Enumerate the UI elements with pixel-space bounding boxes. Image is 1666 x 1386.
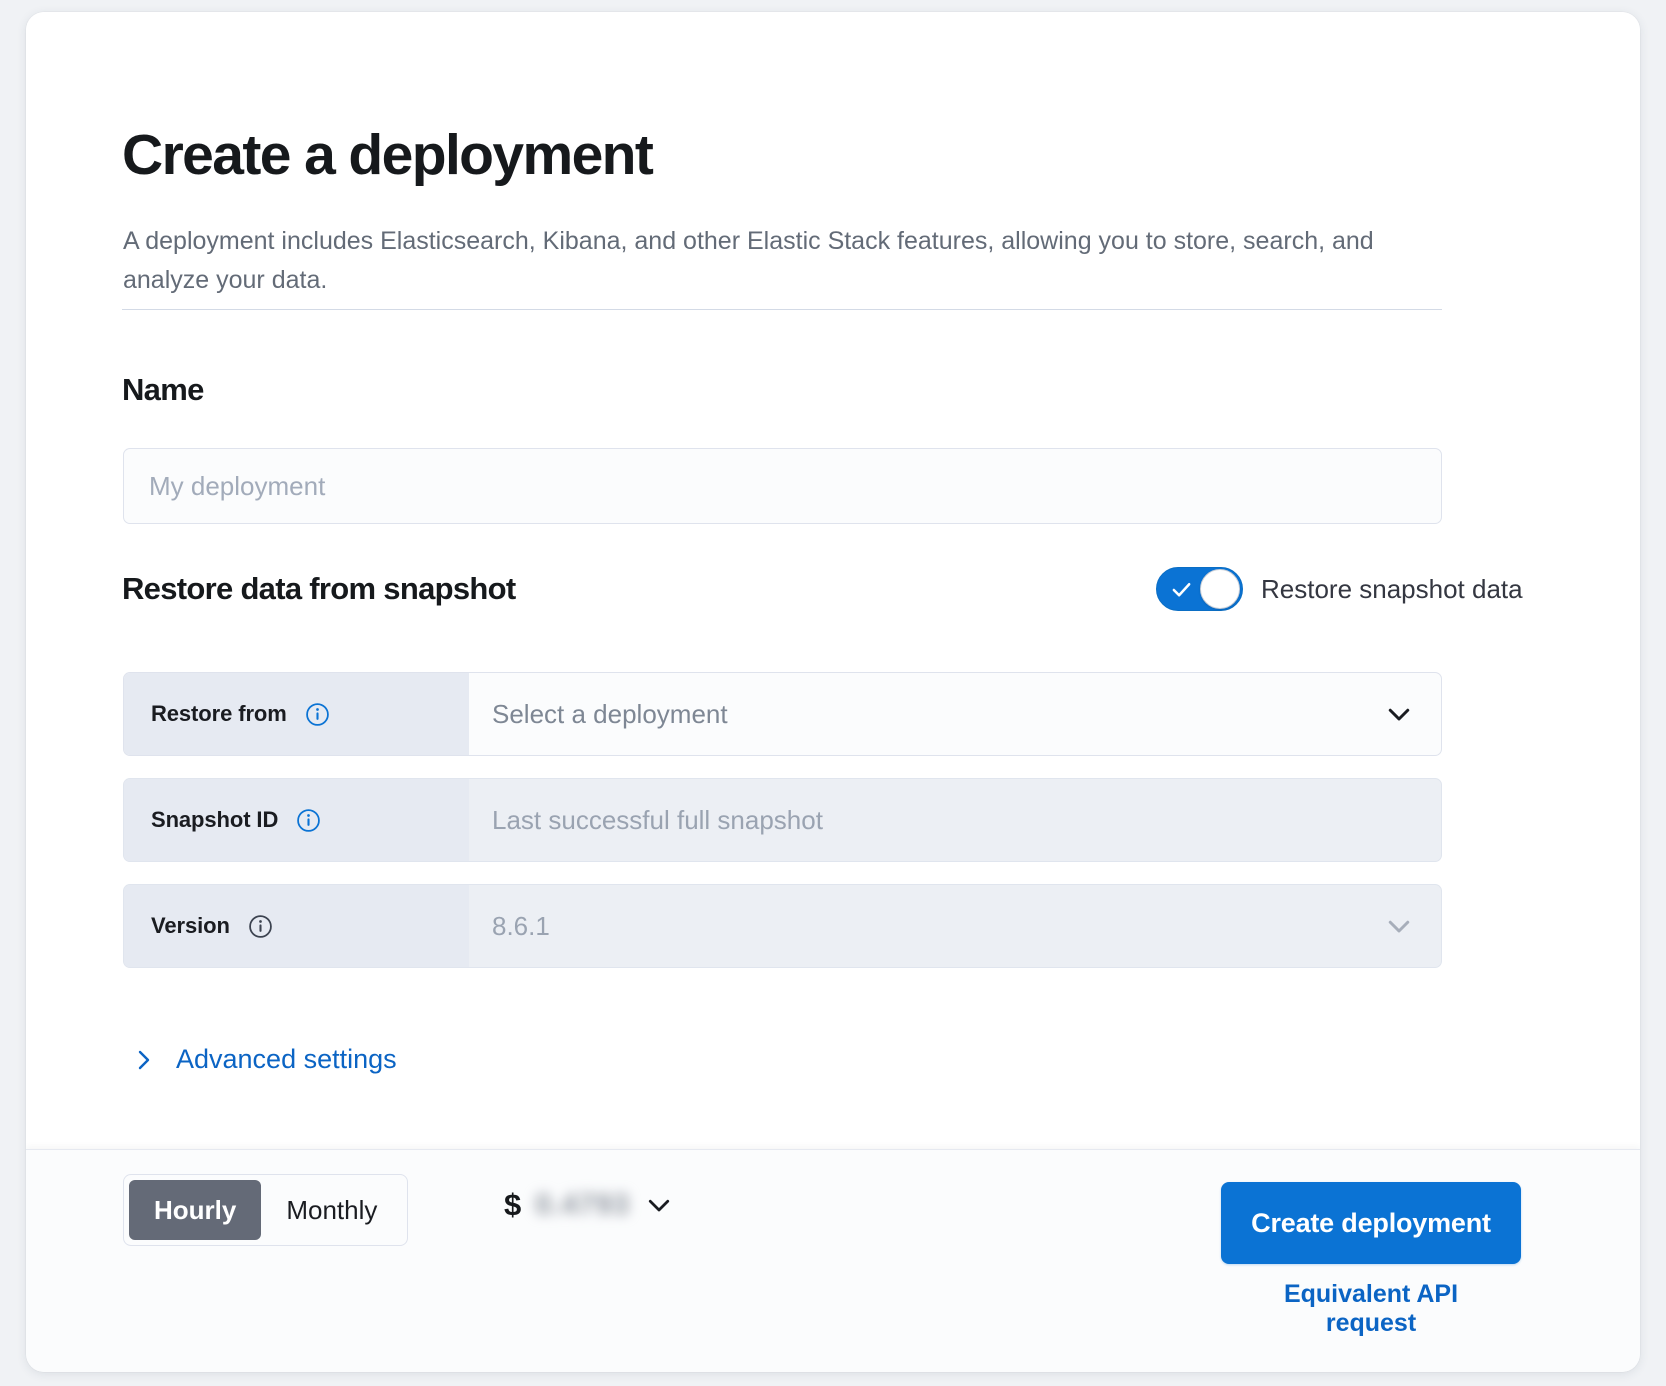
info-icon[interactable] — [305, 702, 330, 727]
billing-option-monthly[interactable]: Monthly — [286, 1194, 378, 1225]
chevron-down-icon[interactable] — [1384, 699, 1414, 729]
page-title: Create a deployment — [122, 123, 654, 187]
chevron-down-icon[interactable] — [644, 1190, 674, 1220]
restore-from-field[interactable]: Select a deployment — [469, 673, 1441, 755]
restore-snapshot-toggle-group[interactable]: Restore snapshot data — [1156, 567, 1576, 611]
create-deployment-card: Create a deployment A deployment include… — [26, 12, 1640, 1372]
chevron-down-icon — [1388, 920, 1410, 933]
version-prepend: Version — [124, 885, 469, 967]
version-row: Version 8.6.1 — [123, 884, 1442, 968]
snapshot-id-value: Last successful full snapshot — [492, 804, 823, 835]
version-field: 8.6.1 — [469, 885, 1441, 967]
restore-snapshot-switch[interactable] — [1156, 567, 1243, 611]
check-icon — [1172, 582, 1191, 597]
restore-from-prepend: Restore from — [124, 673, 469, 755]
deployment-name-input[interactable]: My deployment — [123, 448, 1442, 524]
snapshot-id-prepend: Snapshot ID — [124, 779, 469, 861]
snapshot-id-row: Snapshot ID Last successful full snapsho… — [123, 778, 1442, 862]
restore-from-label: Restore from — [151, 701, 287, 726]
chevron-right-icon — [138, 1050, 150, 1069]
deployment-name-placeholder: My deployment — [149, 470, 326, 501]
header-divider — [122, 309, 1442, 310]
name-section-heading: Name — [122, 372, 204, 407]
card-body: Create a deployment A deployment include… — [26, 12, 1640, 1149]
restore-from-value: Select a deployment — [492, 698, 728, 729]
snapshot-id-field: Last successful full snapshot — [469, 779, 1441, 861]
restore-from-row[interactable]: Restore from Select a deployment — [123, 672, 1442, 756]
equivalent-api-request-link[interactable]: Equivalent API request — [1283, 1280, 1459, 1337]
price-display[interactable]: $ 0.4793 — [504, 1187, 674, 1223]
snapshot-id-label: Snapshot ID — [151, 807, 279, 832]
switch-knob — [1200, 569, 1240, 609]
price-amount-redacted: 0.4793 — [535, 1188, 630, 1221]
restore-section-heading: Restore data from snapshot — [122, 571, 516, 606]
billing-period-toggle[interactable]: Hourly Monthly — [123, 1174, 409, 1246]
page-subtitle: A deployment includes Elasticsearch, Kib… — [123, 227, 1374, 294]
create-deployment-button-label: Create deployment — [1251, 1207, 1491, 1238]
advanced-settings-label: Advanced settings — [176, 1044, 397, 1074]
info-icon[interactable] — [296, 808, 321, 833]
version-value: 8.6.1 — [492, 910, 550, 941]
create-deployment-button[interactable]: Create deployment — [1221, 1182, 1521, 1264]
version-label: Version — [151, 913, 230, 938]
advanced-settings-toggle[interactable]: Advanced settings — [132, 1044, 397, 1075]
info-icon[interactable] — [248, 914, 273, 939]
restore-snapshot-toggle-label: Restore snapshot data — [1261, 573, 1523, 604]
billing-option-hourly[interactable]: Hourly — [129, 1180, 262, 1240]
price-currency-symbol: $ — [504, 1187, 522, 1222]
